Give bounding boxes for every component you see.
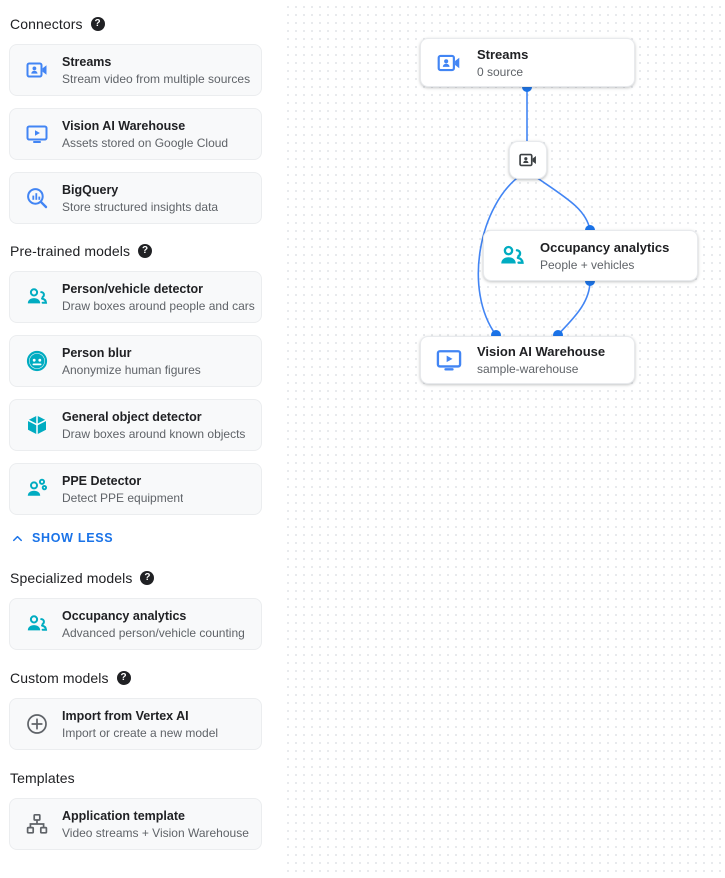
node-title: Occupancy analytics bbox=[540, 239, 670, 255]
connector-card-vision-ai-warehouse[interactable]: Vision AI Warehouse Assets stored on Goo… bbox=[9, 108, 262, 160]
card-subtitle: Draw boxes around known objects bbox=[62, 426, 246, 441]
card-text: Application template Video streams + Vis… bbox=[62, 808, 249, 841]
card-title: BigQuery bbox=[62, 182, 119, 197]
card-title: Occupancy analytics bbox=[62, 608, 187, 623]
graph-canvas[interactable]: Streams 0 source Occupancy analytics Peo… bbox=[281, 0, 725, 878]
card-title: Application template bbox=[62, 808, 185, 823]
node-title: Streams bbox=[477, 46, 529, 62]
section-title: Specialized models bbox=[10, 570, 133, 586]
card-subtitle: Detect PPE equipment bbox=[62, 490, 184, 505]
card-subtitle: Store structured insights data bbox=[62, 199, 219, 214]
plus-circle-icon bbox=[24, 711, 50, 737]
node-text: Streams 0 source bbox=[477, 46, 528, 80]
section-header-specialized-models: Specialized models ? bbox=[0, 568, 281, 588]
card-text: Streams Stream video from multiple sourc… bbox=[62, 54, 250, 87]
section-title: Custom models bbox=[10, 670, 109, 686]
connector-card-streams[interactable]: Streams Stream video from multiple sourc… bbox=[9, 44, 262, 96]
card-subtitle: Advanced person/vehicle counting bbox=[62, 625, 245, 640]
card-title: Person blur bbox=[62, 345, 132, 360]
card-title: PPE Detector bbox=[62, 473, 142, 488]
card-subtitle: Video streams + Vision Warehouse bbox=[62, 825, 249, 840]
node-subtitle: People + vehicles bbox=[540, 257, 635, 272]
video-camera-icon bbox=[24, 57, 50, 83]
card-subtitle: Stream video from multiple sources bbox=[62, 71, 251, 86]
card-text: General object detector Draw boxes aroun… bbox=[62, 409, 245, 442]
template-card-application-template[interactable]: Application template Video streams + Vis… bbox=[9, 798, 262, 850]
custom-model-card-import-from-vertex-ai[interactable]: Import from Vertex AI Import or create a… bbox=[9, 698, 262, 750]
node-subtitle: 0 source bbox=[477, 64, 524, 79]
bigquery-icon bbox=[24, 185, 50, 211]
model-card-person-blur[interactable]: Person blur Anonymize human figures bbox=[9, 335, 262, 387]
ppe-person-icon bbox=[24, 476, 50, 502]
section-header-connectors: Connectors ? bbox=[0, 14, 281, 34]
people-icon bbox=[24, 284, 50, 310]
video-camera-icon bbox=[435, 49, 463, 77]
graph-edges bbox=[477, 82, 595, 340]
section-header-custom-models: Custom models ? bbox=[0, 668, 281, 688]
section-title: Pre-trained models bbox=[10, 243, 131, 259]
card-subtitle: Assets stored on Google Cloud bbox=[62, 135, 229, 150]
section-title: Connectors bbox=[10, 16, 83, 32]
components-sidebar: Connectors ? Streams Stream video from m… bbox=[0, 0, 281, 878]
people-icon bbox=[24, 611, 50, 637]
canvas-node-occupancy-analytics[interactable]: Occupancy analytics People + vehicles bbox=[483, 230, 698, 281]
card-title: Streams bbox=[62, 54, 112, 69]
video-camera-icon bbox=[518, 150, 538, 170]
node-title: Vision AI Warehouse bbox=[477, 344, 606, 359]
help-icon[interactable]: ? bbox=[116, 671, 131, 685]
help-icon[interactable]: ? bbox=[140, 571, 155, 585]
model-card-ppe-detector[interactable]: PPE Detector Detect PPE equipment bbox=[9, 463, 262, 515]
help-icon[interactable]: ? bbox=[138, 244, 153, 258]
model-card-occupancy-analytics[interactable]: Occupancy analytics Advanced person/vehi… bbox=[9, 598, 262, 650]
canvas-node-streams[interactable]: Streams 0 source bbox=[420, 38, 635, 87]
chevron-up-icon bbox=[10, 531, 25, 546]
card-subtitle: Draw boxes around people and cars bbox=[62, 298, 255, 313]
card-title: General object detector bbox=[62, 409, 202, 424]
model-card-general-object-detector[interactable]: General object detector Draw boxes aroun… bbox=[9, 399, 262, 451]
card-title: Import from Vertex AI bbox=[62, 708, 189, 723]
node-text: Vision AI Warehouse sample-warehouse bbox=[477, 343, 605, 377]
card-title: Vision AI Warehouse bbox=[62, 118, 186, 133]
canvas-node-vision-ai-warehouse[interactable]: Vision AI Warehouse sample-warehouse bbox=[420, 336, 635, 384]
section-header-pre-trained-models: Pre-trained models ? bbox=[0, 241, 281, 261]
section-header-templates: Templates bbox=[0, 768, 281, 788]
card-text: Vision AI Warehouse Assets stored on Goo… bbox=[62, 118, 228, 151]
monitor-play-icon bbox=[435, 346, 463, 374]
card-text: Import from Vertex AI Import or create a… bbox=[62, 708, 218, 741]
model-card-person-vehicle-detector[interactable]: Person/vehicle detector Draw boxes aroun… bbox=[9, 271, 262, 323]
cube-icon bbox=[24, 412, 50, 438]
monitor-play-icon bbox=[24, 121, 50, 147]
card-subtitle: Import or create a new model bbox=[62, 725, 219, 740]
card-text: Person/vehicle detector Draw boxes aroun… bbox=[62, 281, 255, 314]
connector-card-bigquery[interactable]: BigQuery Store structured insights data bbox=[9, 172, 262, 224]
show-less-label: SHOW LESS bbox=[32, 531, 114, 545]
canvas-chip-stream[interactable] bbox=[509, 141, 547, 179]
people-icon bbox=[498, 242, 526, 270]
card-title: Person/vehicle detector bbox=[62, 281, 204, 296]
node-text: Occupancy analytics People + vehicles bbox=[540, 239, 669, 273]
section-title: Templates bbox=[10, 770, 75, 786]
face-blur-icon bbox=[24, 348, 50, 374]
card-text: Person blur Anonymize human figures bbox=[62, 345, 201, 378]
card-text: PPE Detector Detect PPE equipment bbox=[62, 473, 183, 506]
node-subtitle: sample-warehouse bbox=[477, 362, 579, 376]
help-icon[interactable]: ? bbox=[90, 17, 105, 31]
show-less-button[interactable]: SHOW LESS bbox=[10, 527, 113, 549]
card-text: BigQuery Store structured insights data bbox=[62, 182, 218, 215]
card-text: Occupancy analytics Advanced person/vehi… bbox=[62, 608, 245, 641]
sitemap-icon bbox=[24, 811, 50, 837]
card-subtitle: Anonymize human figures bbox=[62, 362, 201, 377]
